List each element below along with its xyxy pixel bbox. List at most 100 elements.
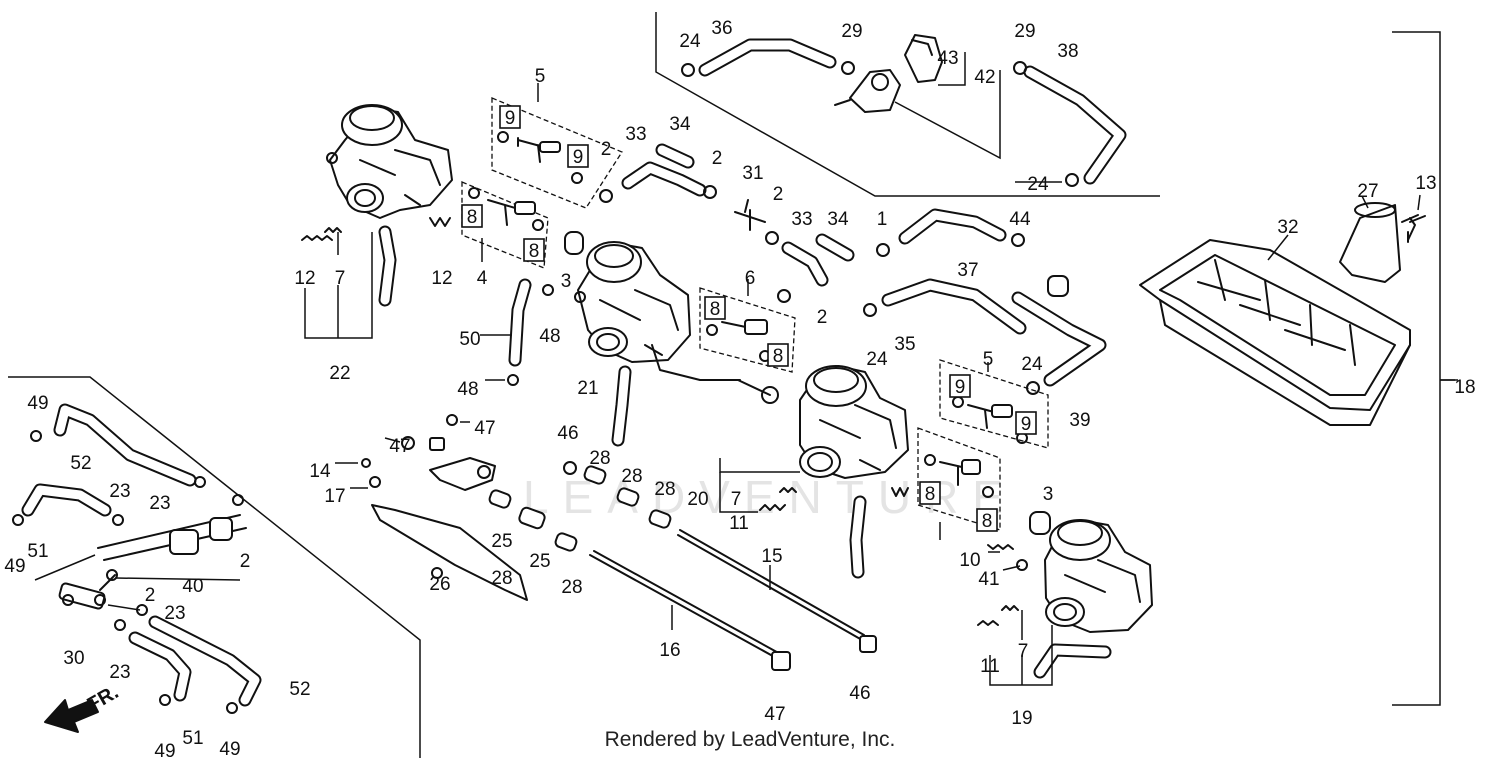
callout-47: 47 — [474, 418, 495, 439]
callout-29: 29 — [841, 21, 862, 42]
callout-2: 2 — [817, 307, 828, 328]
fittings — [468, 131, 1028, 498]
callout-24: 24 — [1021, 354, 1043, 375]
three-way-joint — [58, 574, 116, 610]
callout-37: 37 — [957, 260, 978, 281]
callout-27: 27 — [1357, 181, 1378, 202]
float-chamber-tray — [1139, 239, 1411, 426]
callout-23: 23 — [109, 481, 130, 502]
hoses — [21, 38, 1127, 707]
callout-40: 40 — [182, 576, 203, 597]
callout-24: 24 — [866, 349, 888, 370]
callout-box — [499, 105, 521, 129]
callout-box — [461, 204, 483, 228]
callout-box — [949, 374, 971, 398]
callout-28: 28 — [589, 448, 610, 469]
callout-15: 15 — [761, 546, 782, 567]
callout-46: 46 — [557, 423, 578, 444]
callout-box — [919, 481, 941, 505]
callout-8: 8 — [529, 241, 540, 262]
callout-8: 8 — [925, 484, 936, 505]
section-borders — [8, 12, 1455, 758]
callout-49: 49 — [154, 741, 175, 761]
carburetor-3 — [799, 365, 909, 479]
callout-39: 39 — [1069, 410, 1090, 431]
callout-5: 5 — [535, 66, 546, 87]
callout-25: 25 — [491, 531, 512, 552]
springs — [301, 217, 1019, 626]
carburetor-4 — [1044, 519, 1153, 633]
callout-49: 49 — [219, 739, 240, 760]
callout-box — [976, 508, 998, 532]
callout-9: 9 — [1021, 414, 1032, 435]
callout-6: 6 — [745, 268, 756, 289]
callout-49: 49 — [4, 556, 25, 577]
callout-23: 23 — [164, 603, 185, 624]
callout-24: 24 — [679, 31, 701, 52]
callout-10: 10 — [959, 550, 980, 571]
callout-23: 23 — [109, 662, 130, 683]
callout-7: 7 — [1018, 641, 1029, 662]
callout-14: 14 — [309, 461, 331, 482]
callout-9: 9 — [573, 147, 584, 168]
callout-leaders — [34, 52, 1458, 686]
air-valve — [834, 34, 943, 113]
callout-28: 28 — [561, 577, 582, 598]
callout-box — [704, 296, 726, 320]
callout-34: 34 — [827, 209, 849, 230]
callout-48: 48 — [539, 326, 560, 347]
carburetor-1 — [326, 104, 453, 219]
callout-32: 32 — [1277, 217, 1298, 238]
callout-2: 2 — [601, 139, 612, 160]
callout-20: 20 — [687, 489, 708, 510]
callout-52: 52 — [70, 453, 91, 474]
callout-51: 51 — [27, 541, 48, 562]
callout-50: 50 — [459, 329, 480, 350]
callout-33: 33 — [791, 209, 812, 230]
carburetor-2 — [574, 241, 691, 363]
callout-3: 3 — [1043, 484, 1054, 505]
callout-38: 38 — [1057, 41, 1078, 62]
callout-3: 3 — [561, 271, 572, 292]
callout-17: 17 — [324, 486, 345, 507]
callout-33: 33 — [625, 124, 646, 145]
callout-8: 8 — [467, 207, 478, 228]
callout-52: 52 — [289, 679, 310, 700]
short-tubes — [488, 231, 1069, 552]
callout-box — [1015, 411, 1037, 435]
callout-8: 8 — [710, 299, 721, 320]
fitting-group-middle — [699, 287, 796, 373]
callout-2: 2 — [145, 585, 156, 606]
callout-48: 48 — [457, 379, 478, 400]
callout-42: 42 — [974, 67, 995, 88]
callout-35: 35 — [894, 334, 915, 355]
callout-box — [523, 238, 545, 262]
callout-24: 24 — [1027, 174, 1049, 195]
callout-21: 21 — [577, 378, 598, 399]
screws — [651, 215, 1426, 404]
callout-4: 4 — [477, 268, 488, 289]
callout-1: 1 — [877, 209, 888, 230]
callout-9: 9 — [955, 377, 966, 398]
callout-18: 18 — [1454, 377, 1475, 398]
callout-16: 16 — [659, 640, 680, 661]
callout-41: 41 — [978, 569, 999, 590]
callout-28: 28 — [491, 568, 512, 589]
callout-49: 49 — [27, 393, 48, 414]
callout-9: 9 — [505, 108, 516, 129]
callout-28: 28 — [654, 479, 675, 500]
callout-box — [567, 144, 589, 168]
callout-22: 22 — [329, 363, 350, 384]
callout-7: 7 — [335, 268, 346, 289]
callout-36: 36 — [711, 18, 732, 39]
callout-12: 12 — [294, 268, 315, 289]
funnel-part — [1339, 202, 1419, 283]
fitting-group-right — [917, 359, 1049, 531]
callout-31: 31 — [742, 163, 763, 184]
callout-34: 34 — [669, 114, 691, 135]
callout-8: 8 — [982, 511, 993, 532]
callout-26: 26 — [429, 574, 450, 595]
callout-2: 2 — [240, 551, 251, 572]
